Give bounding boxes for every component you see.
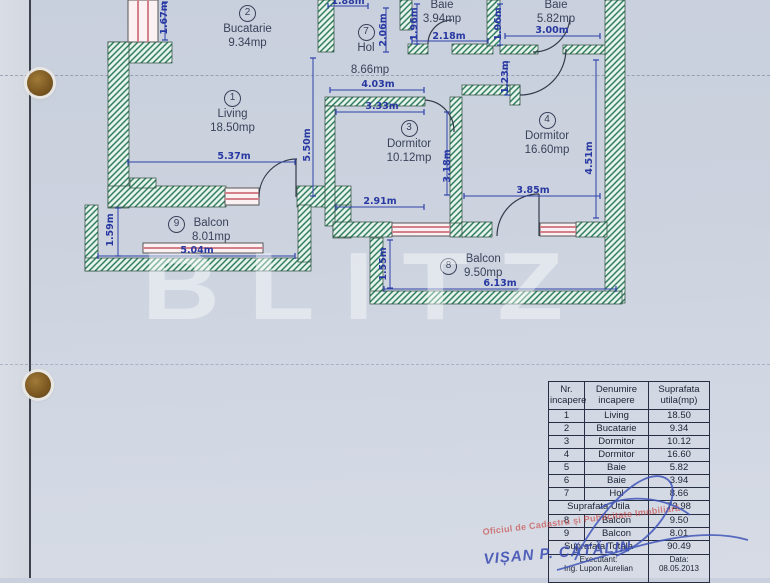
dimension-label: 2.06m [378,13,389,47]
room-label-hol: 7 Hol [357,24,375,54]
dimension-label: 2.91m [363,196,397,207]
dimension-label: 2.18m [432,31,466,42]
dimension-label: 3.00m [535,25,569,36]
dimension-label: 1.23m [500,60,511,94]
dimension-label: 6.13m [483,278,517,289]
table-header-denumire: Denumire incapere [584,381,649,410]
dimension-label: 5.37m [217,151,251,162]
room-number-circle: 9 [168,216,185,233]
room-number-circle: 7 [357,24,375,41]
date-cell: Data: 08.05.2013 [648,554,710,583]
paper-edge-line [29,0,31,578]
room-label-baie-6: Baie 3.94mp [422,0,462,26]
room-number-circle: 2 [239,5,256,22]
table-header-suprafata: Suprafata utila(mp) [648,381,710,410]
room-area-hol: 8.66mp [350,64,390,76]
room-number-circle: 4 [538,112,556,129]
room-number-circle: 1 [224,90,241,107]
dimension-label: 3.33m [365,101,399,112]
room-label-balcon-9: 9 Balcon 8.01mp [168,216,230,244]
dimension-label: 1.96m [409,7,420,41]
dimension-label: 3.18m [442,149,453,183]
table-header-nr: Nr. incapere [548,381,586,410]
dimension-label: 1.88m [331,0,365,7]
dimension-label: 3.85m [516,185,550,196]
room-label-dormitor-4: 4 Dormitor 16.60mp [524,112,570,157]
dimension-label: 5.04m [180,245,214,256]
room-label-living: 1 Living 18.50mp [210,90,255,135]
paper-fold-line-bottom [0,364,770,365]
dimension-label: 4.51m [584,141,595,175]
dimension-label: 4.03m [361,79,395,90]
room-number-circle: 8 [440,258,457,275]
table-header-row: Nr. incapere Denumire incapere Suprafata… [548,381,710,410]
floor-plan-windows [127,0,577,254]
dimension-lines [97,1,617,292]
room-label-dormitor-3: 3 Dormitor 10.12mp [386,120,432,165]
dimension-label: 1.96m [493,7,504,41]
dimension-label: 1.55m [378,247,389,281]
dimension-label: 1.59m [105,213,116,247]
room-label-balcon-8: 8 Balcon 9.50mp [440,252,502,280]
room-number-circle: 3 [400,120,418,137]
hole-punch-bottom [25,372,51,398]
dimension-label: 1.67m [159,1,170,35]
room-label-baie-5: Baie 5.82mp [536,0,576,26]
hole-punch-top [27,70,53,96]
paper-left-margin [0,0,29,578]
floor-plan-walls [84,0,626,305]
paper-fold-line-top [0,75,770,76]
dimension-label: 5.50m [302,128,313,162]
room-label-bucatarie: 2 Bucatarie 9.34mp [223,5,272,50]
